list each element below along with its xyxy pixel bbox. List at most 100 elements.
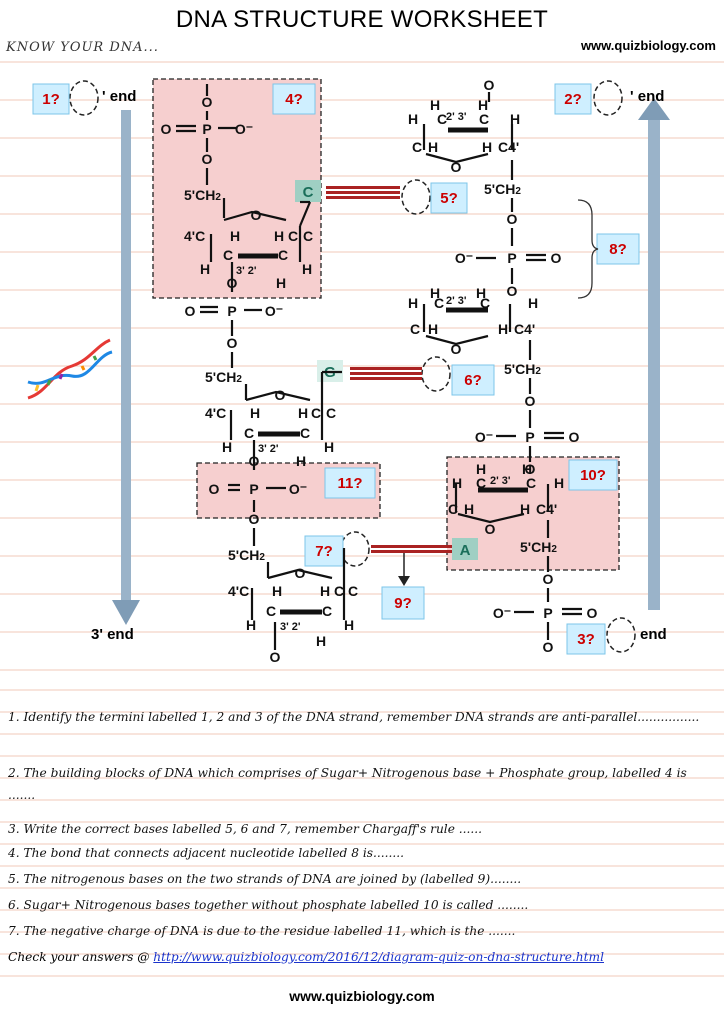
svg-text:O⁻: O⁻ <box>493 605 511 621</box>
svg-text:2' 3': 2' 3' <box>446 111 467 123</box>
svg-text:H: H <box>428 139 438 155</box>
svg-text:H: H <box>464 501 474 517</box>
right-strand-atoms: O H 2' 3' H H C C H C H H C4' O 5'CH2 O … <box>408 77 598 655</box>
svg-text:O: O <box>275 387 286 403</box>
svg-text:O⁻: O⁻ <box>289 481 307 497</box>
svg-text:3' 2': 3' 2' <box>280 621 301 633</box>
svg-text:H: H <box>274 228 284 244</box>
right-strand <box>422 92 582 640</box>
svg-text:4'C: 4'C <box>205 405 226 421</box>
svg-text:H: H <box>482 139 492 155</box>
svg-text:O⁻: O⁻ <box>235 121 253 137</box>
svg-text:O: O <box>251 207 262 223</box>
question-5: 5. The nitrogenous bases on the two stra… <box>8 872 522 886</box>
svg-text:C: C <box>448 501 458 517</box>
svg-text:O: O <box>185 303 196 319</box>
svg-text:H: H <box>302 261 312 277</box>
svg-text:H: H <box>428 321 438 337</box>
svg-text:8?: 8? <box>609 241 627 258</box>
svg-text:C: C <box>412 139 422 155</box>
svg-text:O: O <box>209 481 220 497</box>
svg-text:10?: 10? <box>580 467 606 484</box>
svg-text:O: O <box>507 211 518 227</box>
svg-text:C: C <box>278 247 288 263</box>
svg-text:3' 2': 3' 2' <box>236 265 257 277</box>
question-7: 7. The negative charge of DNA is due to … <box>8 924 516 938</box>
svg-text:H: H <box>276 275 286 291</box>
svg-text:H: H <box>430 97 440 113</box>
svg-text:2?: 2? <box>564 91 582 108</box>
svg-text:H: H <box>408 111 418 127</box>
svg-text:5'CH2: 5'CH2 <box>228 547 265 563</box>
end-label-top-right: ' end <box>630 88 664 105</box>
svg-text:2' 3': 2' 3' <box>490 475 511 487</box>
svg-text:P: P <box>202 121 211 137</box>
svg-text:C: C <box>480 295 490 311</box>
svg-text:C: C <box>288 228 298 244</box>
svg-text:O: O <box>485 521 496 537</box>
svg-text:P: P <box>525 429 534 445</box>
svg-text:11?: 11? <box>337 475 362 492</box>
svg-text:H: H <box>320 583 330 599</box>
svg-text:3?: 3? <box>577 631 595 648</box>
svg-text:H: H <box>296 453 306 469</box>
svg-text:C: C <box>326 405 336 421</box>
check-prefix: Check your answers @ <box>8 950 154 964</box>
svg-text:O: O <box>525 393 536 409</box>
label-9: 9? <box>381 586 425 620</box>
base-c: C <box>303 184 314 201</box>
svg-text:O: O <box>587 605 598 621</box>
svg-text:P: P <box>227 303 236 319</box>
label-8: 8? <box>596 233 640 265</box>
end-label-bottom-right: end <box>640 626 667 643</box>
svg-text:O: O <box>569 429 580 445</box>
svg-text:H: H <box>316 633 326 649</box>
svg-text:H: H <box>476 461 486 477</box>
svg-text:O: O <box>202 94 213 110</box>
svg-text:O: O <box>161 121 172 137</box>
question-2: 2. The building blocks of DNA which comp… <box>8 766 687 802</box>
question-1: 1. Identify the termini labelled 1, 2 an… <box>8 710 700 724</box>
question-4: 4. The bond that connects adjacent nucle… <box>8 846 405 860</box>
label-7: 7? <box>304 535 344 567</box>
question-labels: 1? 2? 3? 4? 5? 6? 7? 8? 9? 10? 11? <box>32 83 640 655</box>
svg-text:C4': C4' <box>514 321 535 337</box>
bracket-8 <box>577 199 599 299</box>
svg-text:C: C <box>479 111 489 127</box>
svg-text:C: C <box>223 247 233 263</box>
svg-text:5'CH2: 5'CH2 <box>504 361 541 377</box>
label-10: 10? <box>568 459 618 491</box>
svg-text:1?: 1? <box>42 91 60 108</box>
answer-link[interactable]: http://www.quizbiology.com/2016/12/diagr… <box>153 950 604 964</box>
svg-text:C: C <box>434 295 444 311</box>
question-6: 6. Sugar+ Nitrogenous bases together wit… <box>8 898 529 912</box>
svg-text:5'CH2: 5'CH2 <box>205 369 242 385</box>
svg-text:O: O <box>270 649 281 665</box>
svg-text:C: C <box>244 425 254 441</box>
svg-text:O: O <box>295 565 306 581</box>
svg-text:C: C <box>303 228 313 244</box>
svg-text:4'C: 4'C <box>184 228 205 244</box>
question-3: 3. Write the correct bases labelled 5, 6… <box>8 822 483 836</box>
svg-text:H: H <box>246 617 256 633</box>
svg-text:O: O <box>507 283 518 299</box>
svg-text:C: C <box>266 603 276 619</box>
svg-text:5'CH2: 5'CH2 <box>484 181 521 197</box>
left-strand <box>176 84 346 650</box>
svg-text:H: H <box>222 439 232 455</box>
end-label-top-left: ' end <box>102 88 136 105</box>
svg-text:H: H <box>200 261 210 277</box>
svg-text:O: O <box>249 453 260 469</box>
svg-text:4'C: 4'C <box>228 583 249 599</box>
svg-text:H: H <box>522 461 532 477</box>
end-label-bottom-left: 3' end <box>91 626 134 643</box>
svg-text:C: C <box>348 583 358 599</box>
svg-text:5'CH2: 5'CH2 <box>520 539 557 555</box>
svg-text:9?: 9? <box>394 595 412 612</box>
label-1: 1? <box>32 83 70 115</box>
label-11: 11? <box>324 467 376 499</box>
svg-text:H: H <box>298 405 308 421</box>
svg-text:O: O <box>543 639 554 655</box>
strand-direction-arrows <box>112 98 670 625</box>
label-3: 3? <box>566 623 606 655</box>
